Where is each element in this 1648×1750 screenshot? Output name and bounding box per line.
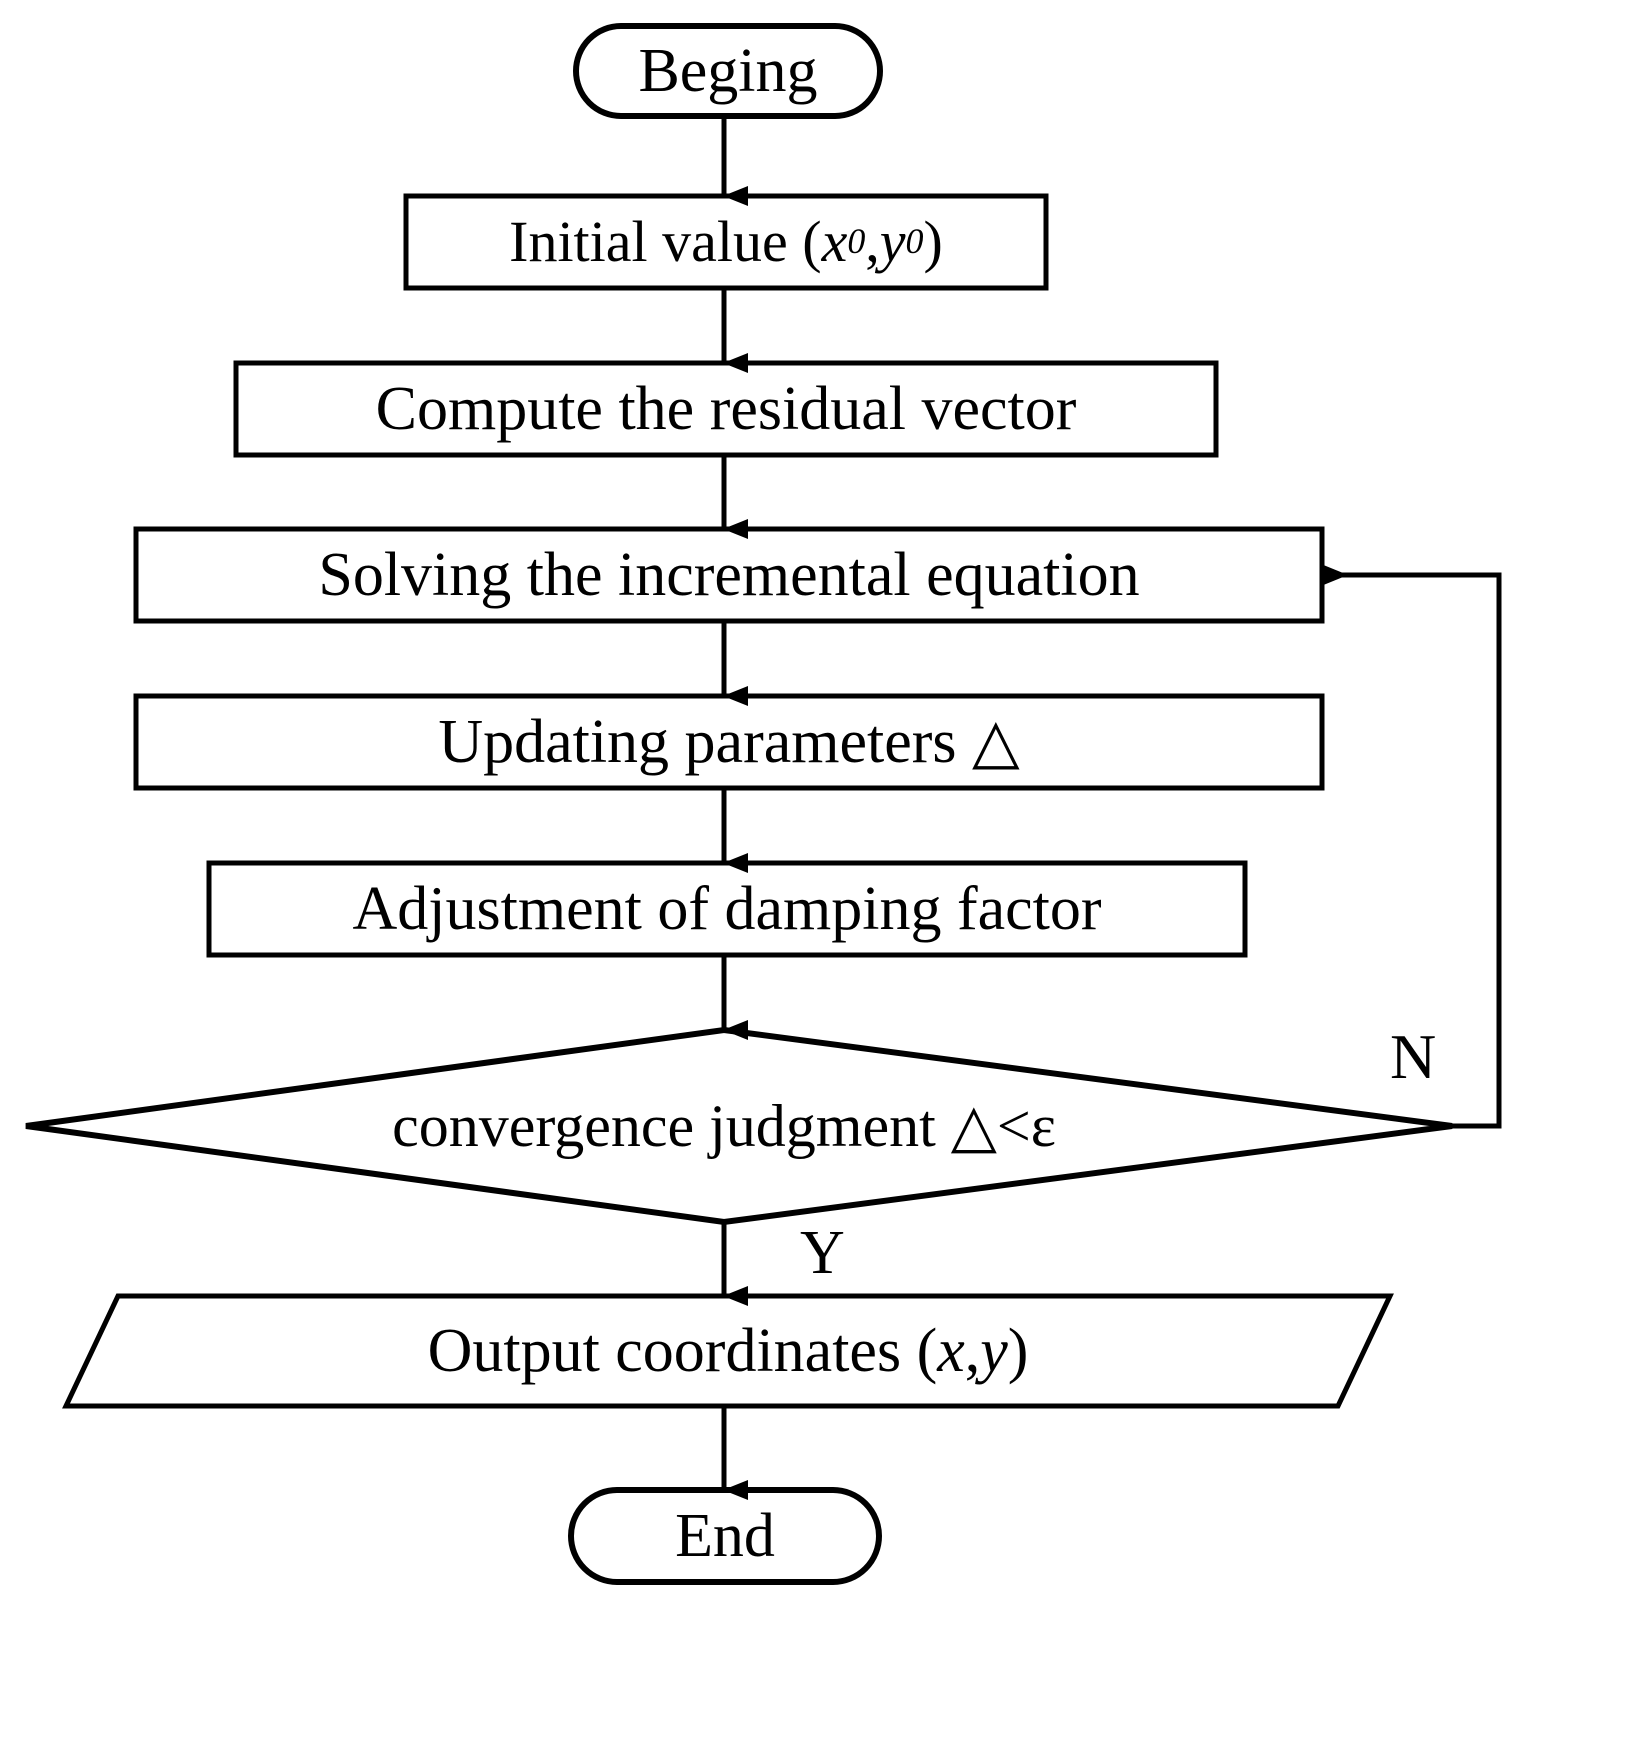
output-comma: , — [964, 1317, 981, 1385]
node-label-output: Output coordinates (x, y) — [66, 1296, 1390, 1406]
node-label-begin: Beging — [638, 37, 818, 105]
output-var-x: x — [937, 1317, 965, 1385]
initial-value-sub-y: 0 — [905, 221, 924, 262]
node-label-damping: Adjustment of damping factor — [352, 875, 1102, 943]
shape-incremental-box — [133, 526, 1325, 624]
node-label-convergence: convergence judgment △<ε — [392, 1093, 1056, 1159]
edge-label-yes: Y — [800, 1219, 845, 1287]
output-text-suffix: ) — [1007, 1317, 1029, 1385]
output-var-y: y — [980, 1317, 1008, 1385]
shape-updating-box — [133, 693, 1325, 791]
node-label-incremental: Solving the incremental equation — [318, 541, 1140, 609]
node-label-end: End — [675, 1502, 775, 1570]
initial-value-comma: , — [865, 209, 880, 274]
shape-initial-value-box — [403, 193, 1049, 291]
node-label-updating: Updating parameters △ — [438, 708, 1020, 776]
shape-output-parallelogram — [62, 1293, 1394, 1409]
connector-no-loopback — [1321, 564, 1502, 1129]
initial-value-var-x: x — [821, 209, 848, 274]
initial-value-var-y: y — [879, 209, 906, 274]
edge-label-no: N — [1390, 1021, 1437, 1092]
shape-begin-terminator — [573, 23, 883, 119]
node-label-residual: Compute the residual vector — [375, 375, 1077, 443]
output-text-prefix: Output coordinates ( — [427, 1317, 938, 1385]
initial-value-sub-x: 0 — [847, 221, 866, 262]
initial-value-text-suffix: ) — [923, 209, 943, 274]
initial-value-text-prefix: Initial value ( — [509, 209, 822, 274]
